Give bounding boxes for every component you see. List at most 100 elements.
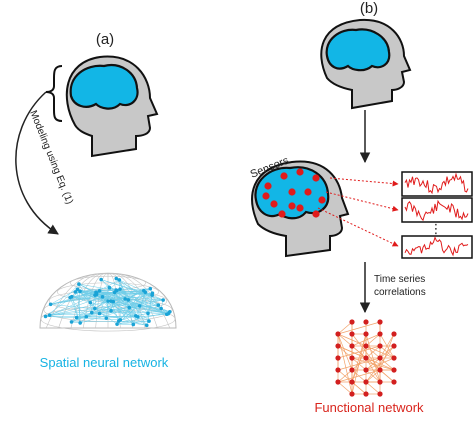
dome-grid-meridian (95, 273, 109, 329)
spatial-network-edge (128, 299, 139, 318)
spatial-network-edge (76, 300, 109, 318)
spatial-network-edge (76, 312, 92, 318)
functional-network-node (349, 391, 355, 397)
spatial-network-edge (119, 279, 121, 320)
modeling-arrow-label: Modeling using Eq. (1) (27, 109, 75, 206)
spatial-network-node (134, 314, 138, 318)
functional-network-edge (379, 333, 395, 371)
sensor-dots (262, 168, 326, 218)
spatial-network-node (123, 297, 127, 301)
spatial-network-node (74, 315, 79, 320)
spatial-network-node (109, 299, 113, 303)
spatial-network-edge (79, 290, 138, 318)
spatial-network-edge (49, 308, 95, 316)
spatial-network-node (144, 323, 149, 328)
spatial-network-edge (75, 291, 130, 308)
functional-network-edge (365, 345, 395, 359)
spatial-network-node (156, 303, 161, 307)
spatial-network-edge (49, 283, 80, 316)
spatial-network-edge (50, 291, 97, 305)
spatial-network-node (137, 304, 142, 308)
spatial-network-node (100, 295, 105, 299)
sensor-dot (280, 172, 288, 180)
spatial-network-node (115, 322, 119, 326)
functional-network-edge (337, 321, 353, 335)
functional-network-label: Functional network (314, 400, 424, 415)
spatial-network-node (106, 299, 110, 303)
spatial-network-edge (119, 279, 126, 299)
functional-network-edge (379, 333, 395, 359)
time-series-box-1 (401, 171, 473, 197)
spatial-network-edge (96, 292, 149, 314)
sensor-dot (288, 202, 296, 210)
functional-network-node (377, 319, 383, 325)
spatial-network-edge (71, 296, 81, 323)
functional-network-node (335, 379, 341, 385)
modeling-arrow (15, 91, 59, 235)
spatial-network-edge (70, 292, 115, 298)
functional-network-node (363, 331, 369, 337)
spatial-network-edge (50, 292, 115, 305)
sensor-dot (312, 174, 320, 182)
spatial-network-node (107, 285, 112, 290)
spatial-network-node (78, 321, 82, 325)
functional-network-node (349, 355, 355, 361)
spatial-network-edge (100, 279, 136, 317)
spatial-network-node (112, 290, 117, 295)
sensor-dot (296, 168, 304, 176)
spatial-network-edge (110, 301, 134, 325)
spatial-network-label: Spatial neural network (40, 355, 169, 370)
functional-network-node (335, 343, 341, 349)
spatial-network-edge (116, 278, 147, 326)
spatial-network-node (117, 278, 122, 282)
spatial-network-edge (79, 287, 110, 292)
spatial-network-node (84, 314, 89, 319)
functional-network-node (391, 355, 397, 361)
functional-network-node (391, 379, 397, 385)
spatial-network-edge (133, 292, 146, 325)
spatial-network-node (88, 300, 93, 305)
spatial-network-node (75, 287, 80, 292)
functional-network-node (391, 367, 397, 373)
spatial-network-node (143, 290, 148, 295)
spatial-network-edge (50, 304, 112, 312)
time-series-box-3 (401, 235, 473, 259)
functional-network-node (349, 367, 355, 373)
spatial-network-node (146, 311, 150, 316)
spatial-network-edge (137, 313, 169, 318)
spatial-network-node (150, 293, 154, 297)
sensor-dot (312, 210, 320, 218)
spatial-network-node (47, 313, 52, 317)
ellipsis: ⋮ (430, 221, 443, 236)
head-a (65, 55, 159, 158)
functional-network-edge (351, 357, 395, 371)
spatial-network-edge (110, 301, 120, 322)
spatial-network-node (77, 282, 81, 286)
time-series-trace-1 (404, 172, 469, 195)
functional-network-node (377, 331, 383, 337)
functional-network-node (349, 331, 355, 337)
functional-network-edge (351, 333, 381, 347)
spatial-network-node (147, 319, 151, 323)
spatial-network-edge (45, 316, 121, 321)
functional-network-node (363, 319, 369, 325)
sensor-dot (296, 204, 304, 212)
spatial-network-edge (139, 305, 162, 309)
brain-b-top (325, 28, 391, 72)
functional-network-node (391, 343, 397, 349)
sensor-dot (278, 210, 286, 218)
functional-network-node (349, 319, 355, 325)
functional-network-node (363, 391, 369, 397)
functional-network-node (377, 391, 383, 397)
spatial-network-edge (124, 298, 134, 325)
functional-network-edge (351, 381, 367, 395)
functional-network-node (335, 367, 341, 373)
sensor-links (317, 177, 399, 247)
functional-network-edge (351, 333, 367, 383)
spatial-network-node (99, 277, 103, 282)
spatial-network-edge (100, 279, 126, 300)
panel-a-label: (a) (96, 31, 114, 48)
spatial-network-edge (116, 311, 170, 325)
spatial-network-edge (86, 290, 144, 317)
